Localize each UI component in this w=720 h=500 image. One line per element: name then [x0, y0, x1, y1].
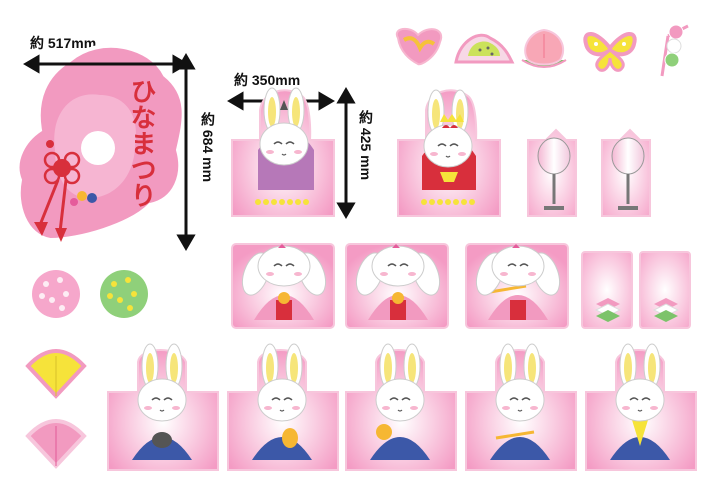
width-label-emperor: 約 350mm — [234, 72, 301, 88]
musician-panel — [585, 343, 697, 471]
empress-panel — [397, 89, 501, 217]
hishimochi-icon — [581, 251, 633, 329]
musician-panel — [345, 343, 457, 471]
flower-ball-icon — [32, 270, 80, 318]
musician-panel — [107, 343, 219, 471]
butterfly-icon — [583, 32, 637, 72]
peach-icon — [521, 28, 567, 68]
title-panel — [15, 43, 186, 243]
height-label-emperor: 約 425 mm — [358, 110, 374, 181]
bonbori-lamp-icon — [527, 128, 577, 217]
dango-icon — [660, 24, 689, 77]
fan-icon — [25, 419, 87, 469]
width-label-title: 約 517mm — [30, 35, 97, 51]
fan-icon — [25, 349, 87, 399]
height-label-title: 約 684 mm — [200, 112, 216, 183]
ribbon-icon — [395, 27, 443, 66]
flower-ball-icon — [100, 270, 148, 318]
title-text: ひなまつり — [126, 78, 156, 208]
lady-attendant-panel — [345, 243, 449, 329]
emperor-dimension-arrows — [227, 87, 356, 219]
lady-attendant-panel — [465, 243, 569, 329]
hishimochi-icon — [639, 251, 691, 329]
emperor-panel — [231, 87, 335, 217]
lady-attendant-panel — [231, 243, 335, 329]
bonbori-lamp-icon — [601, 128, 651, 217]
hat-icon — [454, 33, 515, 64]
musician-panel — [227, 343, 339, 471]
musician-panel — [465, 343, 577, 471]
title-dimension-arrows — [23, 53, 196, 251]
